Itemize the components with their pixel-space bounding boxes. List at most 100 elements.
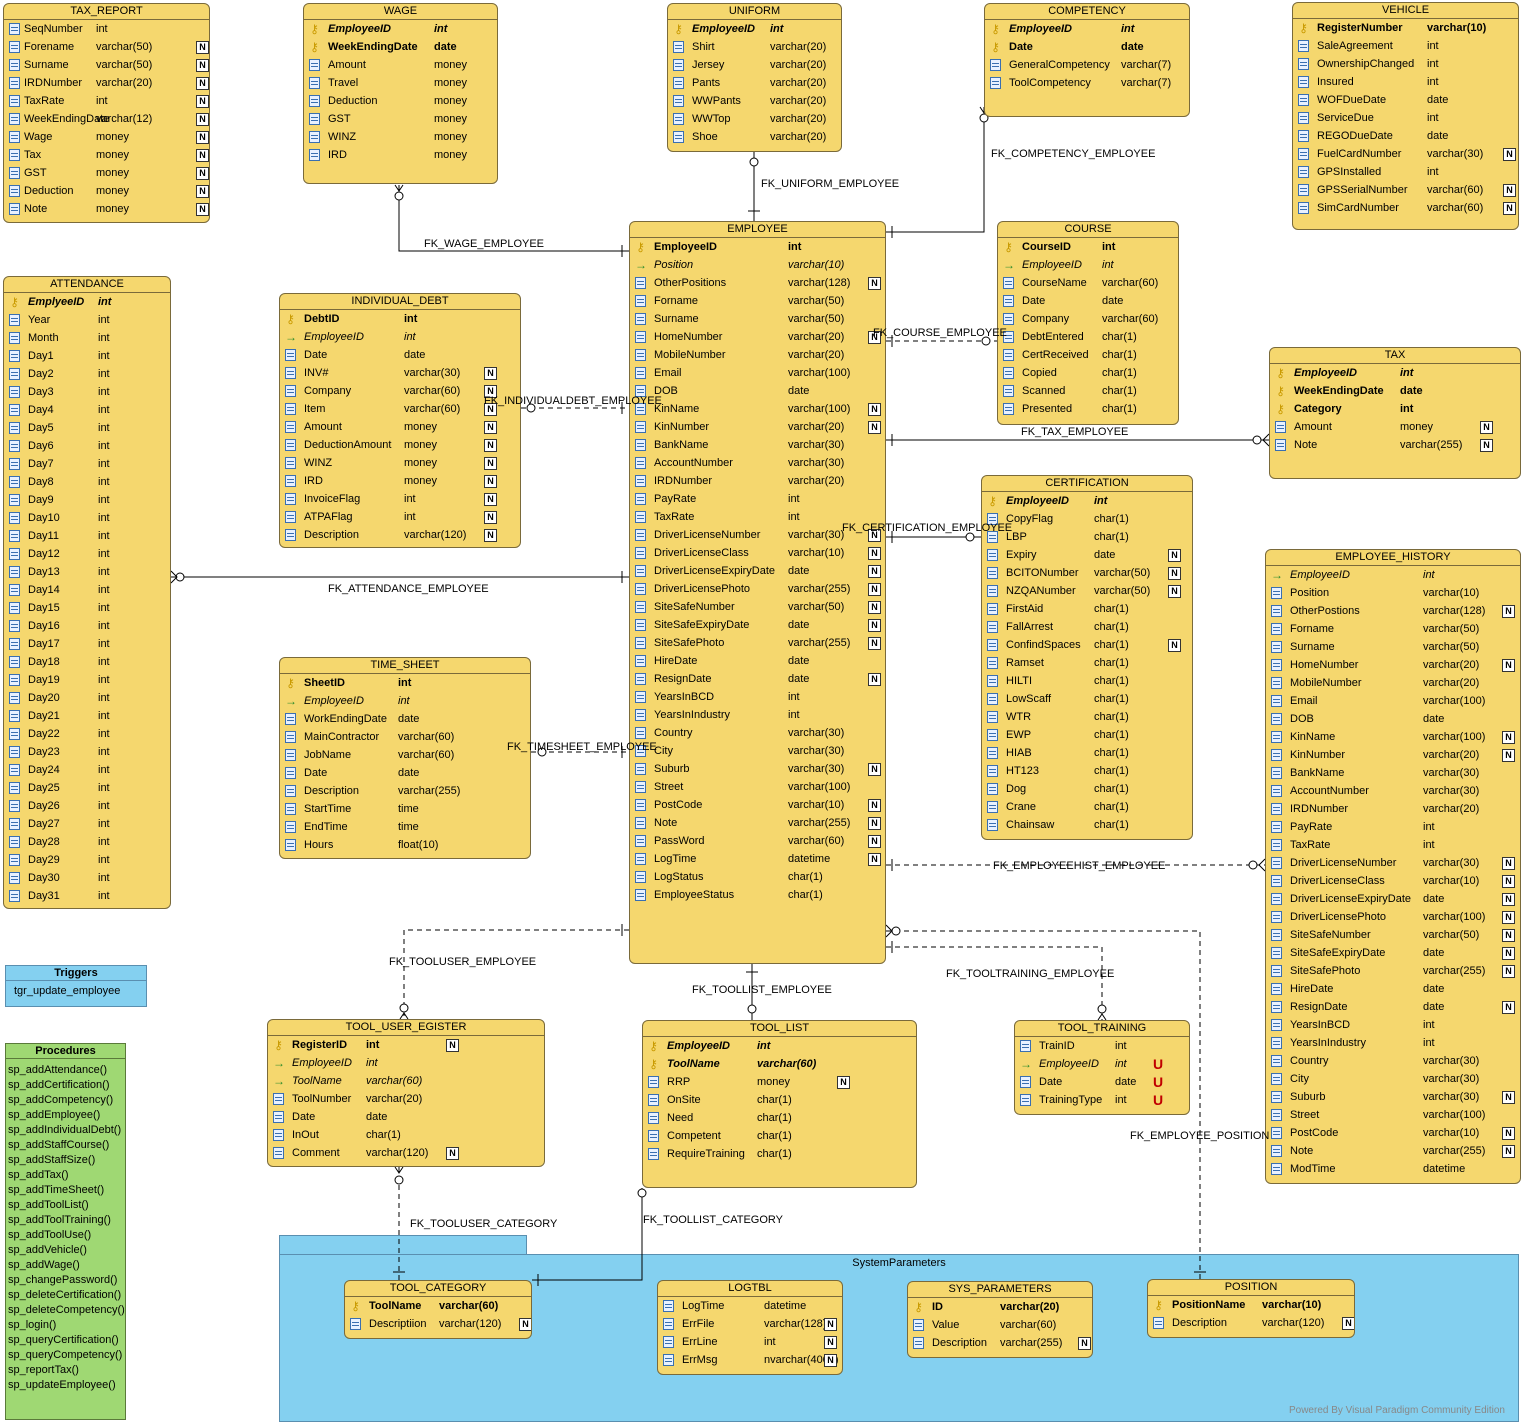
procedure-item[interactable]: sp_addCertification() xyxy=(8,1079,110,1091)
procedure-item[interactable]: sp_reportTax() xyxy=(8,1364,79,1376)
procedure-item[interactable]: sp_addAttendance() xyxy=(8,1064,108,1076)
procedure-item[interactable]: sp_addEmployee() xyxy=(8,1109,101,1121)
procedure-item[interactable]: sp_addIndividualDebt() xyxy=(8,1124,122,1136)
procedure-item[interactable]: sp_addStaffSize() xyxy=(8,1154,96,1166)
procedure-item[interactable]: sp_addStaffCourse() xyxy=(8,1139,110,1151)
procedure-item[interactable]: sp_addTimeSheet() xyxy=(8,1184,105,1196)
